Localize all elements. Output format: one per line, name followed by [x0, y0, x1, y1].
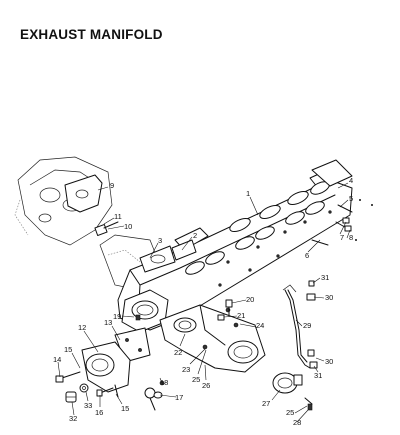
callout-19: 19 — [113, 312, 121, 321]
lower-manifold-section — [159, 304, 266, 373]
leader-lines — [57, 182, 351, 423]
callout-25-a: 25 — [192, 375, 200, 384]
callout-24: 24 — [256, 321, 264, 330]
callout-31-b: 31 — [314, 371, 322, 380]
callout-30-a: 30 — [325, 293, 333, 302]
callout-16: 16 — [95, 408, 103, 417]
callout-8: 8 — [349, 233, 353, 242]
callout-1: 1 — [246, 189, 250, 198]
callout-18: 18 — [160, 378, 168, 387]
callout-7: 7 — [340, 233, 344, 242]
callout-14: 14 — [53, 355, 61, 364]
callout-20: 20 — [246, 295, 254, 304]
callout-33: 33 — [84, 401, 92, 410]
callout-9: 9 — [110, 181, 114, 190]
callout-26: 26 — [202, 381, 210, 390]
callout-13: 13 — [104, 318, 112, 327]
callout-3: 3 — [158, 236, 162, 245]
callout-25-b: 25 — [286, 408, 294, 417]
callout-21: 21 — [237, 311, 245, 320]
callout-31-a: 31 — [321, 273, 329, 282]
actuator-assembly — [272, 280, 318, 411]
callout-12: 12 — [78, 323, 86, 332]
end-studs — [311, 159, 353, 246]
callout-labels: 1 2 3 4 5 6 7 8 9 10 11 12 13 14 15 15 1… — [53, 176, 353, 427]
callout-22: 22 — [174, 348, 182, 357]
callout-4: 4 — [349, 176, 353, 185]
callout-11: 11 — [114, 212, 122, 221]
callout-27: 27 — [262, 399, 270, 408]
bracket-part — [64, 174, 103, 213]
callout-23: 23 — [182, 365, 190, 374]
callout-2: 2 — [193, 231, 197, 240]
gasket-part — [139, 239, 197, 273]
lower-left-fasteners — [55, 371, 165, 411]
callout-10: 10 — [124, 222, 132, 231]
callout-5: 5 — [349, 194, 353, 203]
manifold-body — [117, 167, 353, 333]
callout-29: 29 — [303, 321, 311, 330]
stud-part — [94, 221, 119, 236]
scatter-marks — [354, 199, 373, 242]
elbow-assembly — [81, 327, 151, 393]
callout-6: 6 — [305, 251, 309, 260]
callout-15-a: 15 — [64, 345, 72, 354]
page-title: EXHAUST MANIFOLD — [20, 27, 163, 42]
callout-32: 32 — [69, 414, 77, 423]
callout-28: 28 — [293, 418, 301, 427]
callout-15-b: 15 — [121, 404, 129, 413]
small-bolts — [135, 299, 233, 321]
callout-17: 17 — [175, 393, 183, 402]
callout-30-b: 30 — [325, 357, 333, 366]
